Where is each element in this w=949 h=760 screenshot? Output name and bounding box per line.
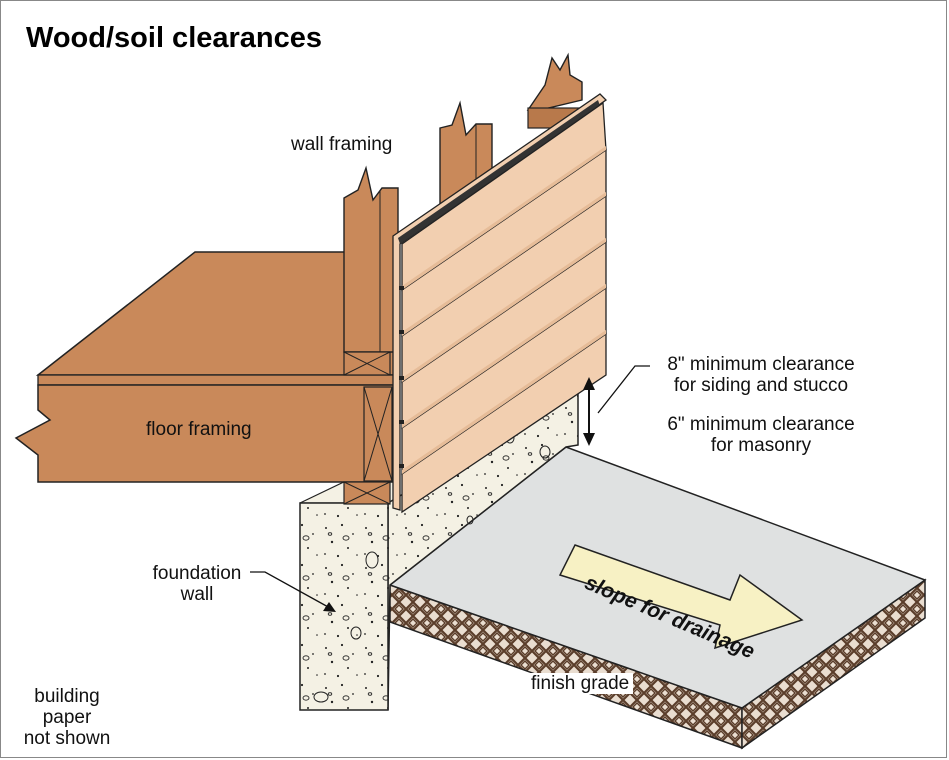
label-clearance-siding-line2: for siding and stucco (673, 375, 849, 396)
label-clearance-masonry-line2: for masonry (710, 435, 812, 456)
slope-arrow (558, 544, 804, 650)
label-building-paper-line1: building (34, 686, 100, 707)
label-building-paper-not-shown: building paper not shown (12, 686, 122, 749)
floor-framing (14, 251, 396, 483)
label-clearance-siding: 8" minimum clearance for siding and stuc… (652, 354, 870, 396)
label-foundation-wall-line1: foundation (152, 563, 242, 584)
label-floor-framing: floor framing (146, 419, 252, 440)
sill-plate (343, 481, 391, 505)
label-building-paper-line2: paper (42, 707, 92, 728)
wall-stud-front (343, 165, 399, 353)
figure-title: Wood/soil clearances (26, 22, 323, 54)
bottom-plate (343, 351, 391, 376)
label-foundation-wall: foundation wall (142, 563, 252, 605)
foundation-leader (250, 571, 336, 612)
clearance-dimension-arrow (583, 377, 595, 446)
label-clearance-siding-line1: 8" minimum clearance (667, 354, 855, 375)
wall-sheathing (392, 93, 608, 511)
label-finish-grade: finish grade (527, 673, 634, 694)
clearance-leader (597, 365, 650, 414)
label-building-paper-line3: not shown (23, 728, 111, 749)
label-clearance-masonry: 6" minimum clearance for masonry (652, 414, 870, 456)
label-wall-framing: wall framing (291, 134, 393, 155)
label-clearance-masonry-line1: 6" minimum clearance (667, 414, 855, 435)
lap-siding (399, 101, 607, 514)
label-foundation-wall-line2: wall (180, 584, 214, 605)
